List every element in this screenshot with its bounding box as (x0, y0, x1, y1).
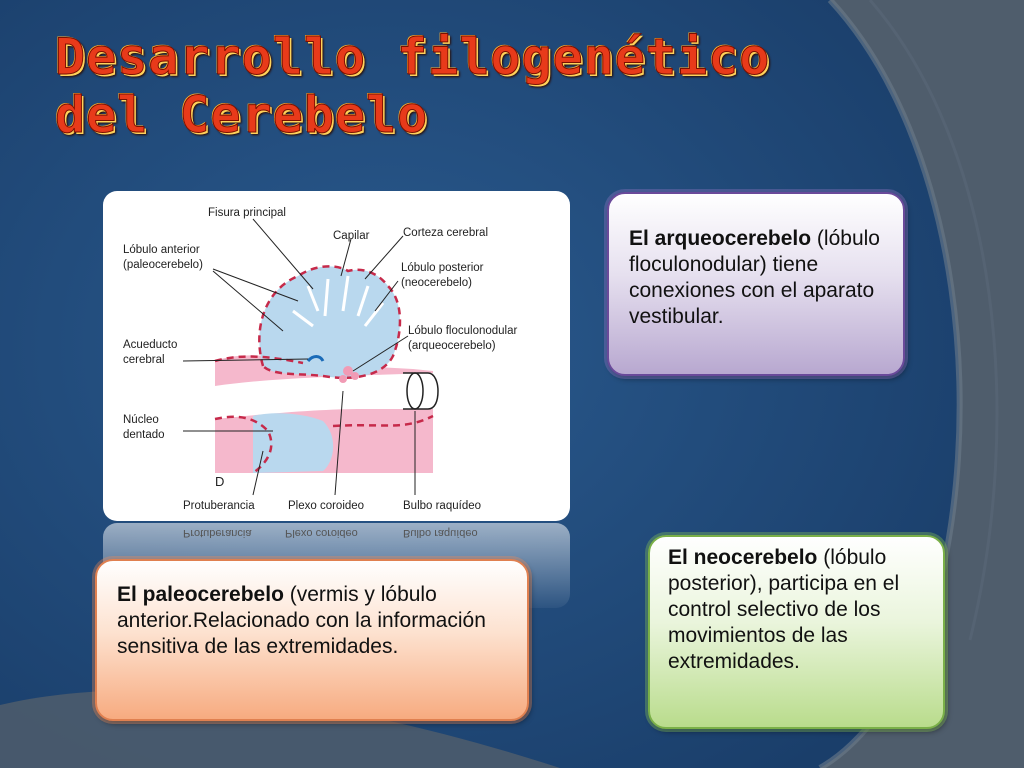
label-bulbo-raquideo: Bulbo raquídeo (403, 500, 481, 512)
cerebellum-diagram: Fisura principal Capilar Corteza cerebra… (103, 191, 570, 521)
neocerebelo-box: El neocerebelo (lóbulo posterior), parti… (648, 535, 945, 729)
paleocerebelo-text: (vermis y lóbulo anterior.Relacionado co… (117, 583, 486, 658)
label-lobulo-posterior: Lóbulo posterior (401, 262, 484, 274)
label-panel-letter: D (215, 474, 224, 489)
reflection-label-protuberancia: Protuberancia (183, 527, 252, 539)
paleocerebelo-box: El paleocerebelo (vermis y lóbulo anteri… (95, 559, 529, 721)
neocerebelo-text: (lóbulo posterior), participa en el cont… (668, 546, 900, 673)
arqueocerebelo-text: (lóbulo floculonodular) tiene conexiones… (629, 227, 880, 328)
label-corteza-cerebral: Corteza cerebral (403, 227, 488, 239)
cerebellum-illustration: Fisura principal Capilar Corteza cerebra… (123, 207, 518, 512)
label-nucleo-sub: dentado (123, 429, 165, 441)
label-acueducto: Acueducto (123, 339, 177, 351)
label-floculonodular: Lóbulo floculonodular (408, 325, 518, 337)
slide-title: Desarrollo filogenético del Cerebelo (55, 28, 771, 145)
label-fisura-principal: Fisura principal (208, 207, 286, 219)
reflection-label-bulbo: Bulbo raquídeo (403, 527, 478, 539)
label-plexo-coroideo: Plexo coroideo (288, 500, 364, 512)
label-capilar: Capilar (333, 230, 370, 242)
reflection-label-plexo: Plexo coroideo (285, 527, 358, 539)
label-protuberancia: Protuberancia (183, 500, 255, 512)
neocerebelo-term: El neocerebelo (668, 546, 818, 569)
label-lobulo-anterior-sub: (paleocerebelo) (123, 259, 203, 271)
label-lobulo-anterior: Lóbulo anterior (123, 244, 200, 256)
label-floculonodular-sub: (arqueocerebelo) (408, 340, 496, 352)
label-nucleo: Núcleo (123, 414, 159, 426)
label-lobulo-posterior-sub: (neocerebelo) (401, 277, 472, 289)
label-acueducto-sub: cerebral (123, 354, 165, 366)
paleocerebelo-term: El paleocerebelo (117, 583, 284, 606)
arqueocerebelo-box: El arqueocerebelo (lóbulo floculonodular… (607, 192, 905, 376)
arqueocerebelo-term: El arqueocerebelo (629, 227, 812, 250)
